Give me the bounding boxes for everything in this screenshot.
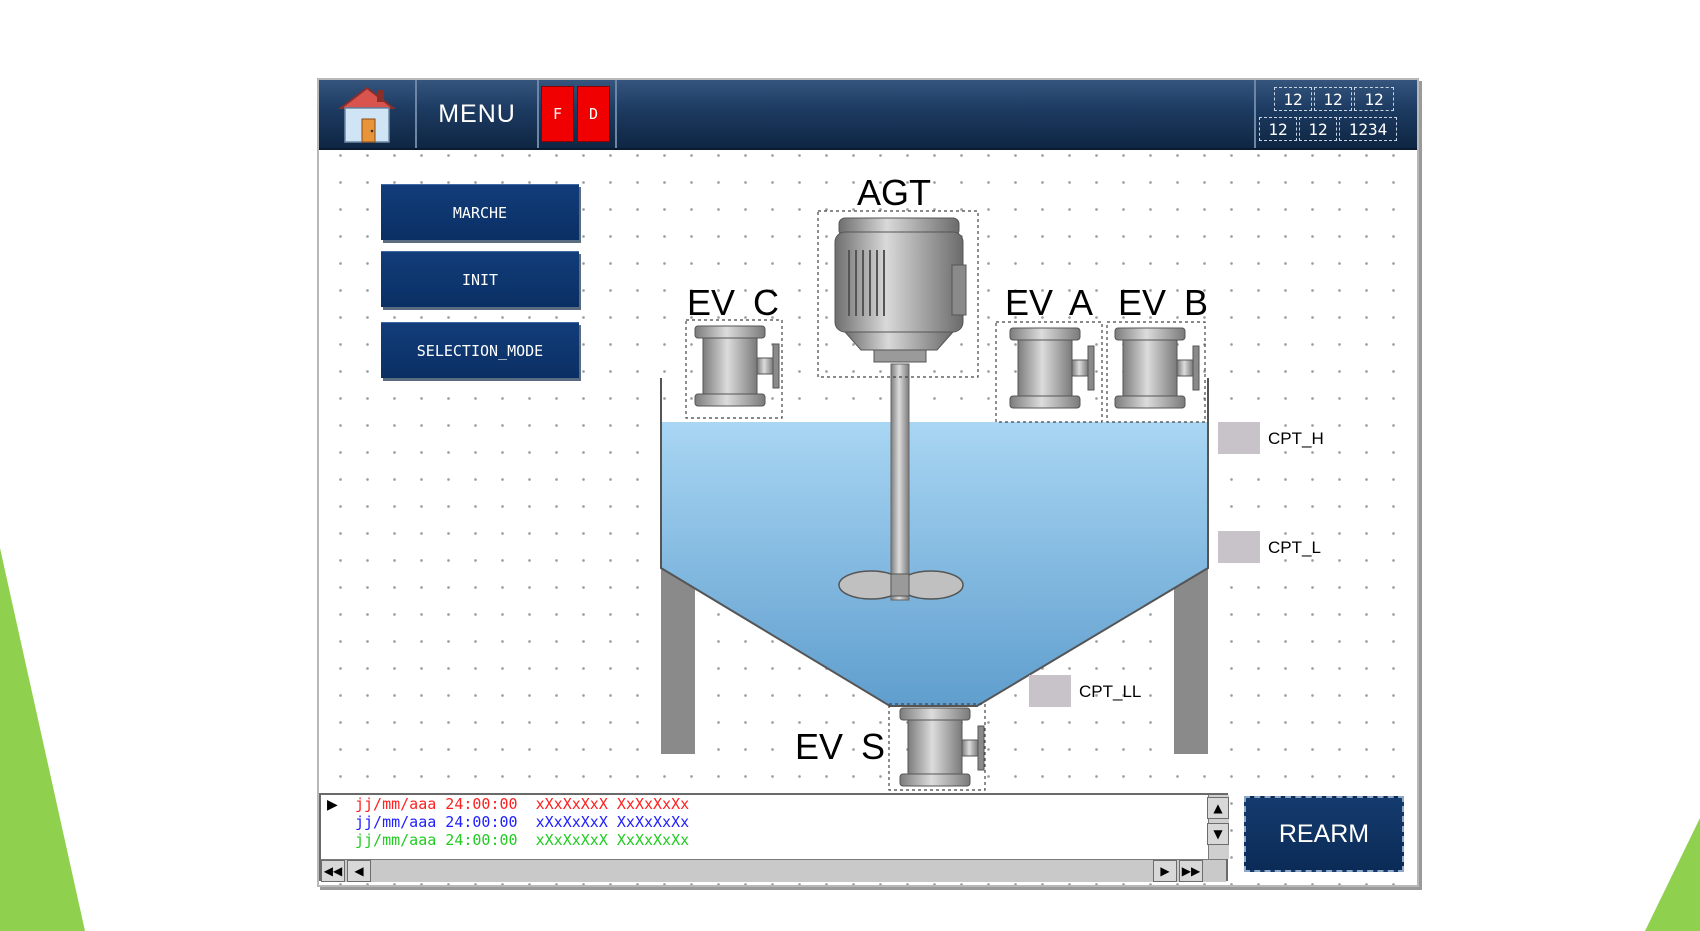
- time-seconds: 1234: [1339, 117, 1397, 141]
- sensor-low-indicator: [1218, 531, 1260, 563]
- agitator-shaft: [890, 363, 910, 601]
- separator: [415, 80, 417, 148]
- agitator-label: AGT: [857, 172, 932, 213]
- d-indicator-button[interactable]: D: [577, 86, 610, 142]
- scroll-down-icon[interactable]: ▼: [1207, 823, 1229, 845]
- horizontal-scrollbar[interactable]: ◀◀ ◀ ▶ ▶▶: [321, 859, 1226, 882]
- valve-c-icon: [694, 325, 780, 407]
- house-icon: [338, 86, 396, 143]
- separator: [1254, 80, 1256, 148]
- valve-s-icon: [899, 707, 985, 787]
- separator: [615, 80, 617, 148]
- current-row-arrow-icon: ▶: [327, 797, 338, 813]
- scroll-left-icon[interactable]: ◀: [347, 860, 371, 882]
- date-year: 12: [1354, 87, 1394, 111]
- valve-a-icon: [1009, 327, 1095, 409]
- valve-a-label: EV A: [1005, 282, 1094, 323]
- time-hours: 12: [1259, 117, 1297, 141]
- scroll-right-icon[interactable]: ▶: [1153, 860, 1177, 882]
- menu-button[interactable]: MENU: [438, 99, 516, 128]
- sensor-high-label: CPT_H: [1268, 429, 1324, 448]
- tank-liquid: [661, 422, 1208, 706]
- scroll-last-icon[interactable]: ▶▶: [1179, 860, 1203, 882]
- scroll-up-icon[interactable]: ▲: [1207, 797, 1229, 819]
- alarm-row[interactable]: jj/mm/aaa 24:00:00 xXxXxXxX XxXxXxXx: [355, 813, 690, 831]
- alarm-row[interactable]: jj/mm/aaa 24:00:00 xXxXxXxX XxXxXxXx: [355, 795, 690, 813]
- date-month: 12: [1314, 87, 1352, 111]
- sensor-low-low-indicator: [1029, 675, 1071, 707]
- valve-c-label: EV C: [687, 282, 780, 323]
- vertical-scrollbar[interactable]: ▲ ▼: [1207, 795, 1229, 859]
- tank-leg-left: [661, 558, 695, 754]
- sensor-high-indicator: [1218, 422, 1260, 454]
- init-button[interactable]: INIT: [381, 251, 579, 307]
- sensor-low-label: CPT_L: [1268, 538, 1321, 557]
- tank-leg-right: [1174, 558, 1208, 754]
- separator: [537, 80, 539, 148]
- top-bar: MENU F D 12 12 12 12 12 1234: [319, 80, 1417, 150]
- motor-icon: [834, 217, 967, 363]
- hmi-screen: MENU F D 12 12 12 12 12 1234 MARCHE INIT…: [317, 78, 1419, 887]
- f-indicator-button[interactable]: F: [541, 86, 574, 142]
- alarm-banner: ▶ jj/mm/aaa 24:00:00 xXxXxXxX XxXxXxXx j…: [319, 793, 1229, 882]
- alarm-row[interactable]: jj/mm/aaa 24:00:00 xXxXxXxX XxXxXxXx: [355, 831, 690, 849]
- marche-button[interactable]: MARCHE: [381, 184, 579, 240]
- rearm-button[interactable]: REARM: [1244, 796, 1404, 872]
- valve-b-icon: [1114, 327, 1200, 409]
- valve-b-label: EV B: [1118, 282, 1209, 323]
- tank-wall: [660, 378, 1209, 707]
- time-minutes: 12: [1299, 117, 1337, 141]
- selection-mode-button[interactable]: SELECTION_MODE: [381, 322, 579, 378]
- sensor-low-low-label: CPT_LL: [1079, 682, 1142, 701]
- home-button[interactable]: [319, 80, 415, 148]
- valve-s-label: EV S: [795, 726, 886, 767]
- scroll-first-icon[interactable]: ◀◀: [321, 860, 345, 882]
- process-tank-diagram: [660, 210, 1209, 791]
- agitator-blades-icon: [838, 570, 964, 600]
- date-day: 12: [1274, 87, 1312, 111]
